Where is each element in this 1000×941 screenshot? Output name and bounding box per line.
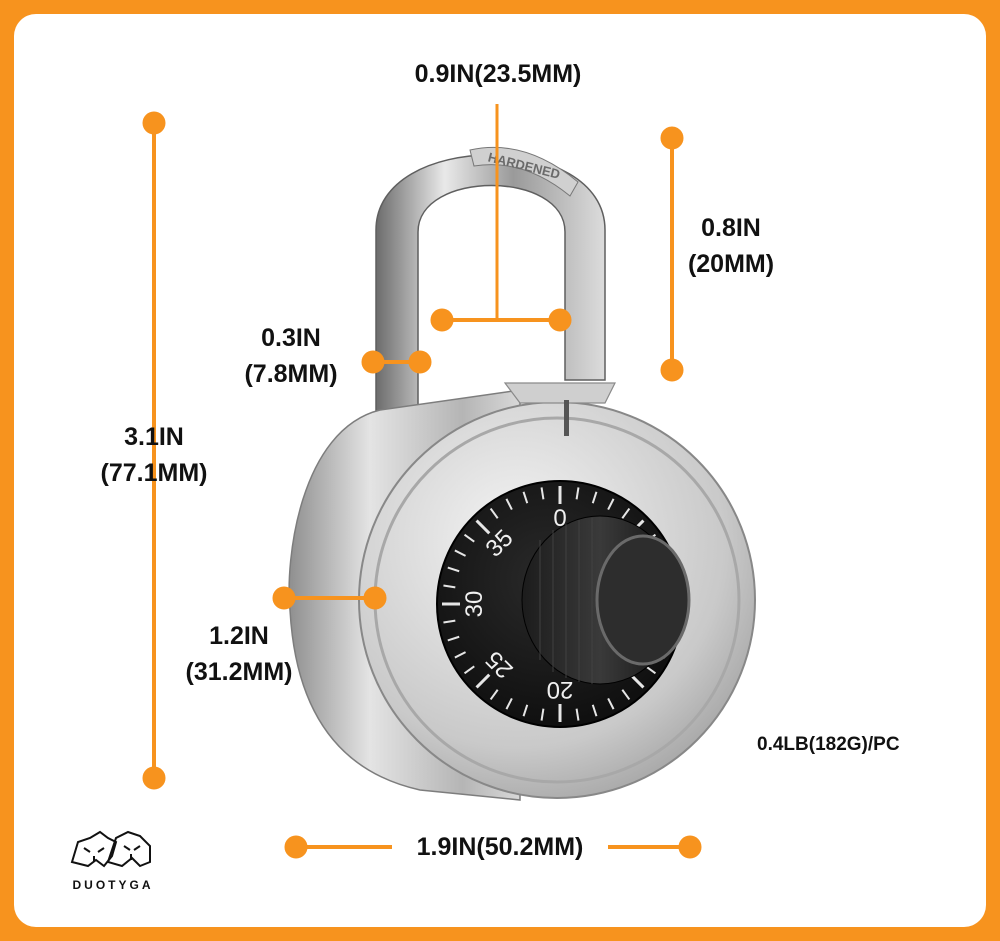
dial-tick (645, 665, 657, 675)
marker-dot (678, 835, 702, 859)
dial-tick (463, 533, 475, 543)
dial-tick (454, 651, 467, 659)
total-height-in: 3.1IN (124, 423, 184, 451)
dial-tick (540, 708, 545, 721)
dial-tick (621, 689, 631, 701)
dial-tick (443, 584, 456, 589)
marker-dot (284, 835, 308, 859)
marker-dot (142, 766, 166, 790)
brand-name: DUOTYGA (72, 878, 154, 892)
marker-dot (142, 111, 166, 135)
dial-tick (505, 697, 513, 710)
dial-tick (489, 689, 499, 701)
shackle-diameter-mm: (7.8MM) (244, 360, 338, 388)
marker-dot (361, 350, 385, 374)
shackle-clearance-mm: (20MM) (687, 250, 775, 278)
marker-dot (272, 586, 296, 610)
shackle-diameter-label: 0.3IN (7.8MM) (226, 320, 356, 392)
dial-tick (607, 697, 615, 710)
dial-tick (447, 566, 460, 573)
dial-tick (607, 498, 615, 511)
total-height-mm: (77.1MM) (100, 459, 208, 487)
marker-dot (363, 586, 387, 610)
tiger-head-logo (70, 830, 151, 868)
marker-dot (408, 350, 432, 374)
shackle-clearance-label: 0.8IN (20MM) (672, 210, 790, 282)
dial-tick (454, 549, 467, 557)
dial-tick (575, 708, 580, 721)
dial-number: 0 (553, 505, 566, 532)
dial-knob[interactable] (595, 534, 691, 666)
shackle-width-label: 0.9IN(23.5MM) (414, 60, 582, 88)
body-depth-in: 1.2IN (209, 622, 269, 650)
dial-tick (522, 491, 529, 504)
dial-tick (591, 491, 598, 504)
body-depth-label: 1.2IN (31.2MM) (164, 618, 314, 690)
body-depth-mm: (31.2MM) (185, 658, 293, 686)
dial-number: 30 (461, 591, 488, 618)
shackle-diameter-in: 0.3IN (261, 324, 321, 352)
dimension-lines (142, 104, 702, 859)
dial-tick (505, 498, 513, 511)
marker-dot (660, 358, 684, 382)
dial-tick (621, 507, 631, 519)
shackle-clearance-in: 0.8IN (701, 214, 761, 242)
body-width-label: 1.9IN(50.2MM) (416, 833, 584, 861)
dial-tick (443, 619, 456, 624)
marker-dot (660, 126, 684, 150)
total-height-label: 3.1IN (77.1MM) (84, 419, 224, 491)
dial-tick (540, 487, 545, 500)
marker-dot (430, 308, 454, 332)
dial-tick (522, 704, 529, 717)
dial-tick (575, 487, 580, 500)
dial-tick (489, 507, 499, 519)
dial-number: 20 (547, 676, 574, 703)
dial-tick (447, 635, 460, 642)
dial-tick (475, 519, 491, 535)
dial-tick (463, 665, 475, 675)
dial-tick (591, 704, 598, 717)
marker-dot (548, 308, 572, 332)
dial-indicator-mark (564, 400, 569, 436)
weight-label: 0.4LB(182G)/PC (757, 734, 900, 755)
dial-tick (629, 673, 645, 689)
dial-tick (475, 673, 491, 689)
